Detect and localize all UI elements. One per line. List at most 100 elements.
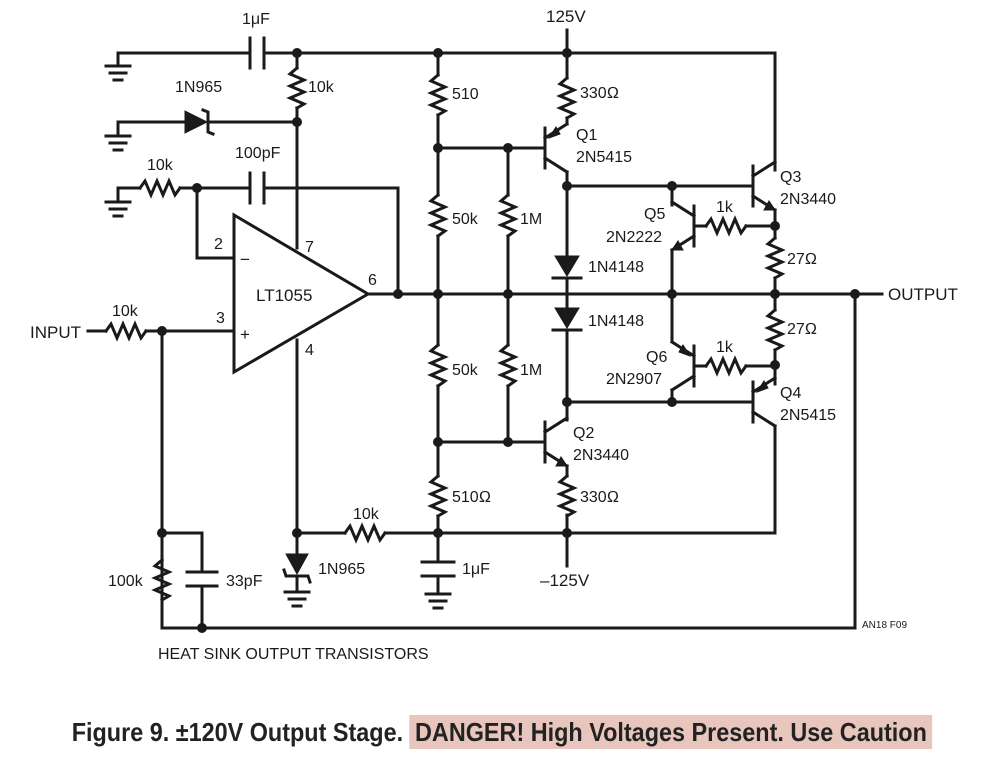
cap-100pF-label: 100pF: [235, 145, 281, 162]
r-510-ohm-label: 510Ω: [452, 489, 491, 506]
junction: [433, 289, 443, 299]
pin4-label: 4: [305, 342, 314, 359]
diode-1n4148-bottom: [551, 307, 583, 332]
r-1M-top-label: 1M: [520, 211, 542, 228]
opamp-minus: −: [240, 250, 250, 269]
q5-part: 2N2222: [606, 229, 662, 246]
diode-1n965-top-label: 1N965: [175, 79, 222, 96]
q4-label: Q4: [780, 385, 801, 402]
resistor-1M-top: [497, 192, 519, 239]
r-1k-top-label: 1k: [716, 199, 734, 216]
resistor-100k: [151, 557, 173, 603]
caption-danger: DANGER! High Voltages Present. Use Cauti…: [409, 715, 933, 749]
diode-1n4148-top: [551, 248, 583, 280]
r-510-label: 510: [452, 86, 479, 103]
resistor-1M-bottom: [497, 342, 519, 389]
capacitor-33pF: [185, 531, 219, 630]
r-50k-bottom-label: 50k: [452, 362, 479, 379]
r-27-bottom-label: 27Ω: [787, 321, 817, 338]
junction: [562, 528, 572, 538]
r-100k-label: 100k: [108, 573, 144, 590]
junction: [292, 48, 302, 58]
figure-caption: Figure 9. ±120V Output Stage. DANGER! Hi…: [50, 712, 954, 752]
r-330-top-label: 330Ω: [580, 85, 619, 102]
diode-1n4148-bottom-label: 1N4148: [588, 313, 644, 330]
pin3-label: 3: [216, 310, 225, 327]
heatsink-note: HEAT SINK OUTPUT TRANSISTORS: [158, 646, 429, 663]
q1-label: Q1: [576, 127, 597, 144]
resistor-1k-top: [703, 215, 749, 237]
transistor-q3: [750, 159, 778, 240]
resistor-10k-feedback: [104, 177, 252, 218]
supply-neg-label: –125V: [540, 571, 590, 590]
junction: [770, 289, 780, 299]
capacitor-1uF-top: [248, 36, 266, 70]
resistor-10k-top: [286, 65, 308, 111]
cap-1uF-bottom-label: 1μF: [462, 561, 490, 578]
resistor-10k-bottom: [342, 522, 388, 544]
wire-pin2: [195, 186, 236, 260]
diode-1n4148-top-label: 1N4148: [588, 259, 644, 276]
resistor-27-top: [764, 235, 786, 281]
resistor-27-bottom: [764, 307, 786, 353]
resistor-330-top: [556, 75, 578, 121]
q6-part: 2N2907: [606, 371, 662, 388]
q4-part: 2N5415: [780, 407, 836, 424]
junction: [433, 48, 443, 58]
r-1M-bottom-label: 1M: [520, 362, 542, 379]
r-10k-top-label: 10k: [308, 79, 335, 96]
caption-main: Figure 9. ±120V Output Stage.: [71, 717, 404, 747]
pin7-label: 7: [305, 239, 314, 256]
junction: [503, 437, 513, 447]
junction: [503, 289, 513, 299]
r-50k-top-label: 50k: [452, 211, 479, 228]
r-10k-fb-label: 10k: [147, 157, 174, 174]
resistor-330-bottom: [556, 473, 578, 519]
resistor-1k-bottom: [703, 355, 749, 377]
capacitor-1uF-bottom: [420, 560, 456, 610]
r-10k-input-label: 10k: [112, 303, 139, 320]
cap-33pF-label: 33pF: [226, 573, 263, 590]
resistor-50k-top: [427, 192, 449, 239]
top-rail: [116, 51, 777, 172]
cap-1uF-top-label: 1μF: [242, 11, 270, 28]
resistor-510-ohm: [427, 473, 449, 519]
transistor-q4: [750, 375, 778, 535]
transistor-q2: [542, 415, 570, 478]
capacitor-100pF: [248, 171, 400, 296]
opamp-lt1055: [232, 212, 371, 375]
opamp-plus: +: [240, 325, 250, 344]
q3-part: 2N3440: [780, 191, 836, 208]
q6-label: Q6: [646, 349, 667, 366]
r-1k-bottom-label: 1k: [716, 339, 734, 356]
figure-id: AN18 F09: [862, 620, 907, 631]
q5-label: Q5: [644, 206, 665, 223]
transistor-q6: [669, 339, 697, 404]
opamp-label: LT1055: [256, 286, 312, 305]
pin2-label: 2: [214, 236, 223, 253]
r-27-top-label: 27Ω: [787, 251, 817, 268]
q2-label: Q2: [573, 425, 594, 442]
transistor-q5: [669, 199, 697, 342]
junction: [393, 289, 403, 299]
resistor-50k-bottom: [427, 342, 449, 389]
diode-1n965-bottom-label: 1N965: [318, 561, 365, 578]
q3-label: Q3: [780, 169, 801, 186]
resistor-10k-input: [103, 320, 149, 342]
output-label: OUTPUT: [888, 285, 958, 304]
junction: [562, 48, 572, 58]
supply-pos-label: 125V: [546, 7, 586, 26]
input-label[interactable]: INPUT: [30, 323, 81, 342]
q2-part: 2N3440: [573, 447, 629, 464]
schematic-diagram: 1μF 10k 1N965 10k 100pF LT1055 −: [30, 7, 958, 663]
r-10k-bottom-label: 10k: [353, 506, 380, 523]
q1-part: 2N5415: [576, 149, 632, 166]
pin6-label: 6: [368, 272, 377, 289]
resistor-510: [427, 72, 449, 118]
zener-1n965-bottom: [282, 553, 312, 608]
r-330-bottom-label: 330Ω: [580, 489, 619, 506]
zener-1n965-top: [104, 108, 299, 152]
junction: [667, 289, 677, 299]
ground-symbol-1: [104, 64, 132, 82]
junction: [667, 397, 677, 407]
